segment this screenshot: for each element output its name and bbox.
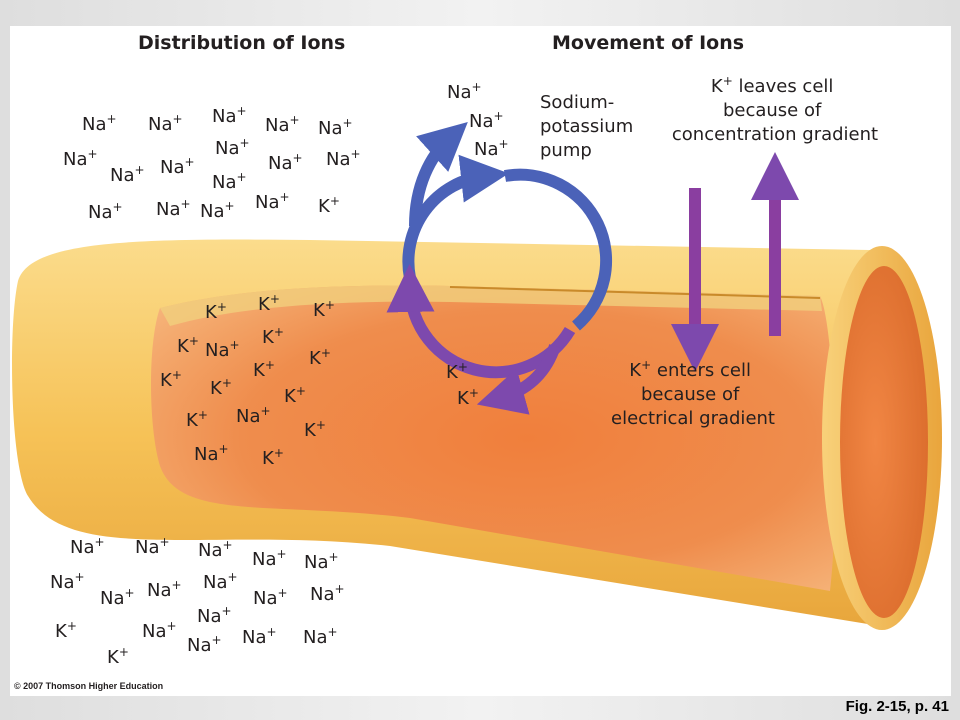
na-ion-label: Na+ [474,137,509,160]
na-ion-label: Na+ [142,619,177,642]
na-ion-label: Na+ [252,547,287,570]
k-ion-label: K+ [457,386,479,409]
na-ion-label: Na+ [160,155,195,178]
cell-membrane-tube [12,239,942,630]
na-ion-label: Na+ [203,570,238,593]
copyright-credit: © 2007 Thomson Higher Education [14,681,163,691]
na-ion-label: Na+ [70,535,105,558]
na-ion-label: Na+ [63,147,98,170]
na-ion-label: Na+ [268,151,303,174]
heading-movement: Movement of Ions [552,32,744,54]
k-ion-label: K+ [313,298,335,321]
figure-panel: Distribution of Ions Movement of Ions [10,26,951,696]
na-ion-label: Na+ [255,190,290,213]
k-ion-label: K+ [262,325,284,348]
k-ion-label: K+ [205,300,227,323]
na-ion-label: Na+ [50,570,85,593]
k-leaves-label: K+ leaves cell because of concentration … [672,74,878,145]
na-out-arrow-icon [409,121,468,227]
na-ion-label: Na+ [198,538,233,561]
na-ion-label: Na+ [156,197,191,220]
na-ion-label: Na+ [100,586,135,609]
na-ion-label: Na+ [212,170,247,193]
na-ion-label: Na+ [148,112,183,135]
k-ion-label: K+ [160,368,182,391]
na-ion-label: Na+ [187,633,222,656]
k-ion-label: K+ [210,376,232,399]
intracellular-ions: K+K+K+K+K+Na+K+K+K+K+K+K+Na+K+Na+K+ [160,292,335,469]
outside-top-ions: Na+Na+Na+Na+Na+Na+Na+Na+Na+Na+Na+Na+Na+N… [63,104,361,223]
na-ion-label: Na+ [197,604,232,627]
gradient-arrows [671,152,799,372]
pump-k-ions: K+ K+ [446,360,479,409]
na-ion-label: Na+ [110,163,145,186]
k-ion-label: K+ [258,292,280,315]
k-ion-label: K+ [304,418,326,441]
k-ion-label: K+ [318,194,340,217]
na-ion-label: Na+ [135,535,170,558]
na-ion-label: Na+ [212,104,247,127]
pump-na-ions: Na+ Na+ Na+ [447,80,509,160]
na-ion-label: Na+ [82,112,117,135]
k-ion-label: K+ [107,645,129,668]
na-ion-label: Na+ [236,404,271,427]
k-ion-label: K+ [309,346,331,369]
pump-arc-right-icon [503,168,613,331]
outside-bottom-ions: Na+ Na+ Na+ Na+ Na+ Na+ Na+ Na+ Na+ Na+ Na+ Na+ K+ Na… [50,535,345,668]
na-ion-label: Na+ [194,442,229,465]
pump-arc-left-icon [402,154,509,280]
k-enters-label: K+ enters cell because of electrical gra… [611,358,775,429]
na-ion-label: Na+ [253,586,288,609]
heading-distribution: Distribution of Ions [138,32,345,54]
na-ion-label: Na+ [303,625,338,648]
na-ion-label: Na+ [310,582,345,605]
k-ion-label: K+ [284,384,306,407]
na-ion-label: Na+ [205,338,240,361]
k-ion-label: K+ [177,334,199,357]
na-ion-label: Na+ [147,578,182,601]
k-ion-label: K+ [55,619,77,642]
na-ion-label: Na+ [318,116,353,139]
ion-distribution-diagram: Distribution of Ions Movement of Ions [12,32,942,691]
na-ion-label: Na+ [326,147,361,170]
pump-cycle-arrows [386,121,613,415]
pump-label: Sodium- potassium pump [540,92,639,161]
na-ion-label: Na+ [200,199,235,222]
k-ion-label: K+ [446,360,468,383]
na-ion-label: Na+ [447,80,482,103]
na-ion-label: Na+ [304,550,339,573]
k-ion-label: K+ [186,408,208,431]
figure-reference: Fig. 2-15, p. 41 [845,698,949,715]
k-ion-label: K+ [253,358,275,381]
k-ion-label: K+ [262,446,284,469]
na-ion-label: Na+ [469,109,504,132]
na-ion-label: Na+ [88,200,123,223]
na-ion-label: Na+ [215,136,250,159]
na-ion-label: Na+ [265,113,300,136]
k-in-arrow-icon [476,343,561,415]
na-ion-label: Na+ [242,625,277,648]
